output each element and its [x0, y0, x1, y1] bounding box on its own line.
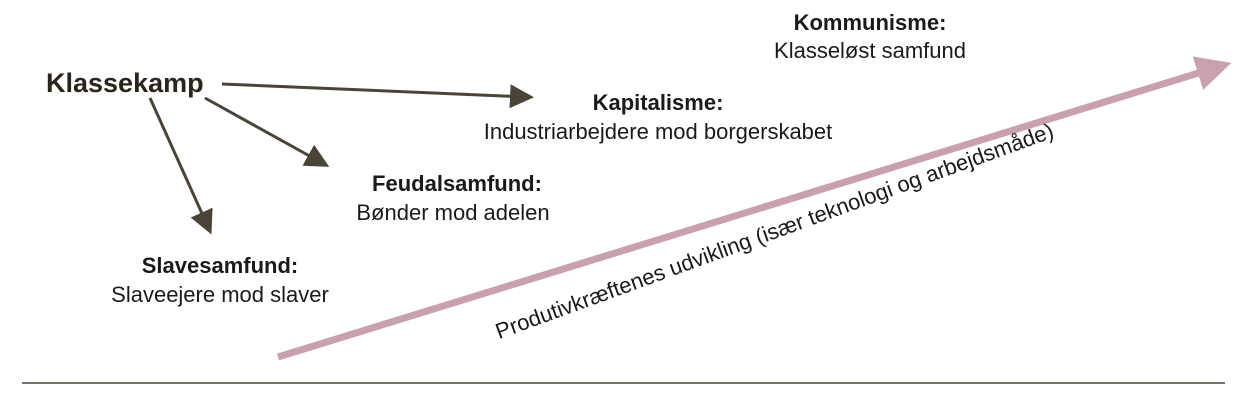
- stage-desc-kapitalisme: Industriarbejdere mod borgerskabet: [484, 119, 833, 144]
- arrow-to-kapitalisme: [221, 82, 534, 109]
- stage-desc-slavesamfund: Slaveejere mod slaver: [111, 282, 329, 307]
- stage-title-feudalsamfund: Feudalsamfund:: [372, 171, 542, 196]
- arrow-to-feudalsamfund: [204, 96, 330, 167]
- root-label: Klassekamp: [46, 68, 204, 98]
- arrow-to-slavesamfund: [148, 97, 213, 235]
- stage-title-slavesamfund: Slavesamfund:: [142, 253, 299, 278]
- stage-desc-feudalsamfund: Bønder mod adelen: [356, 200, 549, 225]
- stage-title-kommunisme: Kommunisme:: [794, 10, 947, 35]
- stage-title-kapitalisme: Kapitalisme:: [593, 90, 724, 115]
- development-axis-label: Produtivkræftenes udvikling (især teknol…: [492, 118, 1057, 344]
- development-arrow: [276, 56, 1232, 361]
- stage-desc-kommunisme: Klasseløst samfund: [774, 38, 966, 63]
